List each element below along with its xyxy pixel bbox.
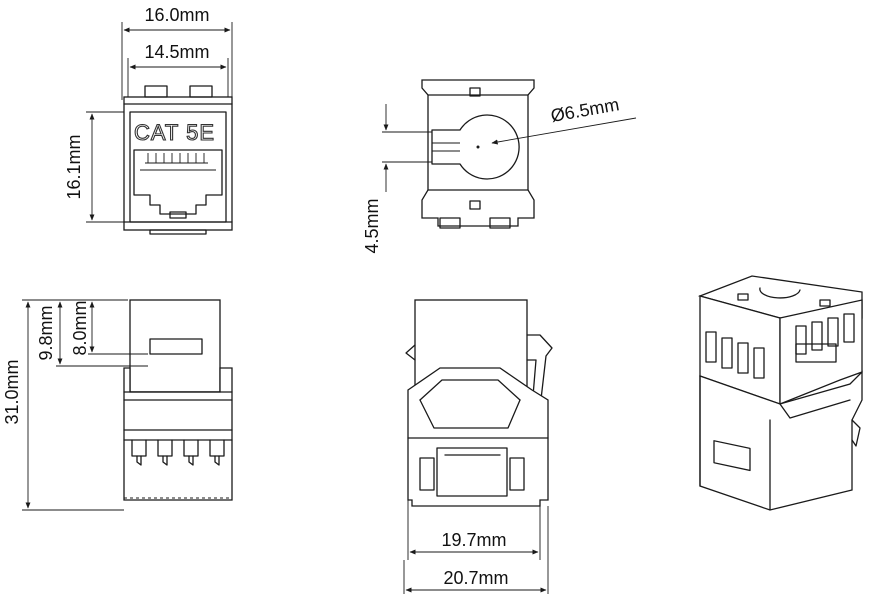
dim-label-19-7: 19.7mm <box>441 530 506 550</box>
front-view: 16.0mm 14.5mm 16.1mm CAT 5E <box>64 5 233 235</box>
dim-latch-window: 8.0mm <box>70 300 148 356</box>
side-view-bottom: 31.0mm 9.8mm 8.0mm <box>2 299 233 511</box>
dim-label-9-8: 9.8mm <box>36 305 56 360</box>
dim-label-16-0: 16.0mm <box>144 5 209 25</box>
dim-label-4-5: 4.5mm <box>362 198 382 253</box>
dim-front-width-inner: 14.5mm <box>127 42 229 100</box>
iso-contacts <box>705 313 855 379</box>
dim-label-8-0: 8.0mm <box>70 300 90 355</box>
dim-overall-height: 31.0mm <box>2 299 128 511</box>
dim-base-width: 19.7mm <box>407 500 541 560</box>
rj45-contacts <box>145 153 208 164</box>
dim-label-20-7: 20.7mm <box>443 568 508 588</box>
side-view-top: 4.5mm Ø6.5mm <box>362 79 637 254</box>
dim-front-width-outer: 16.0mm <box>121 5 233 100</box>
dim-label-31-0: 31.0mm <box>2 359 22 424</box>
isometric-view <box>697 275 863 511</box>
idc-terminals <box>131 439 225 466</box>
product-marking: CAT 5E <box>134 120 215 145</box>
dim-label-16-1: 16.1mm <box>64 134 84 199</box>
dim-label-14-5: 14.5mm <box>144 42 209 62</box>
dim-latch-offset: 9.8mm <box>36 301 148 367</box>
bottom-view: 19.7mm 20.7mm <box>403 299 553 594</box>
dim-overall-width: 20.7mm <box>403 506 549 594</box>
dim-front-height: 16.1mm <box>64 111 130 223</box>
dim-label-6-5: Ø6.5mm <box>549 94 620 126</box>
dim-slot-height: 4.5mm <box>362 104 432 254</box>
